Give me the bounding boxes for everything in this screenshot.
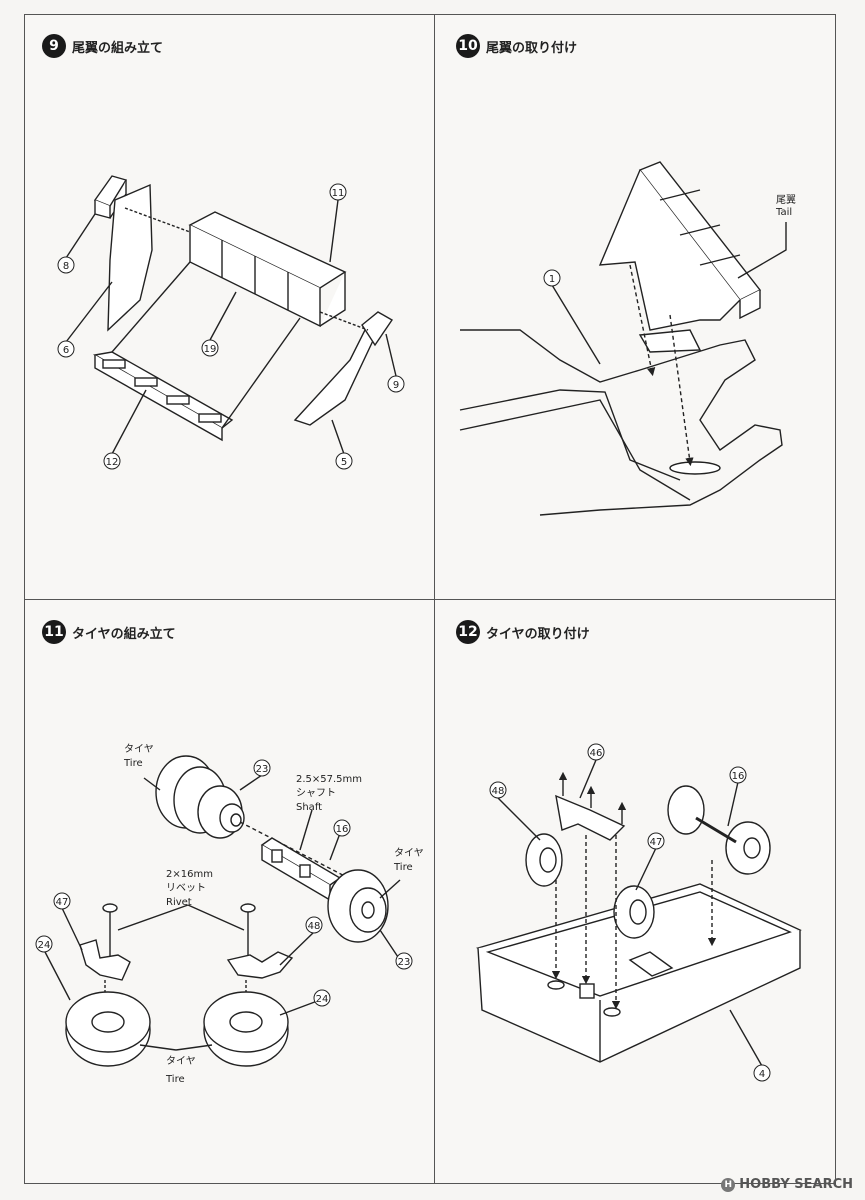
- callout-5: [335, 452, 353, 470]
- part-number-12: 12: [106, 457, 119, 468]
- watermark: H HOBBY SEARCH: [721, 1177, 853, 1192]
- part-number-4: 4: [759, 1069, 765, 1080]
- tail-label-en: Tail: [775, 207, 792, 218]
- part-9-block: [361, 311, 394, 347]
- step-12-number: 12: [456, 620, 480, 644]
- callout-6: [57, 340, 75, 358]
- panel-divider-horizontal: [24, 599, 836, 600]
- part-number-1: 1: [549, 274, 555, 285]
- part-number-23a: 23: [256, 764, 269, 775]
- step-12-text: タイヤの取り付け: [486, 626, 590, 642]
- part-number-46: 46: [590, 748, 603, 759]
- step-12-title: 12 タイヤの取り付け: [456, 620, 590, 644]
- step-10-number: 10: [456, 34, 480, 58]
- step-10-text: 尾翼の取り付け: [486, 40, 578, 56]
- step-11-drawing: [43, 755, 401, 1067]
- step-11-number: 11: [42, 620, 66, 644]
- rivet-size: 2×16mm: [166, 869, 213, 880]
- part-number-6: 6: [63, 345, 69, 356]
- part-number-11: 11: [332, 188, 345, 199]
- watermark-text: HOBBY SEARCH: [739, 1177, 853, 1192]
- shaft-label-jp: シャフト: [296, 788, 336, 799]
- part-number-23b: 23: [398, 957, 411, 968]
- part-number-48: 48: [308, 921, 321, 932]
- part-number-24b: 24: [316, 994, 329, 1005]
- part-number-19: 19: [204, 344, 217, 355]
- callout-9: [387, 375, 405, 393]
- step-9-text: 尾翼の組み立て: [72, 40, 164, 56]
- part-number-48-step12: 48: [492, 786, 505, 797]
- step-11-text: タイヤの組み立て: [72, 626, 176, 642]
- callout-19: [201, 339, 219, 357]
- step-10-title: 10 尾翼の取り付け: [456, 34, 577, 58]
- part-number-47: 47: [56, 897, 69, 908]
- step-10-drawing: [459, 161, 787, 516]
- part-47-knuckle: [79, 939, 131, 981]
- part-48-knuckle: [226, 951, 294, 979]
- step-9-callouts: [57, 183, 405, 470]
- tail-label-jp: 尾翼: [776, 194, 796, 206]
- part-number-16-step12: 16: [732, 771, 745, 782]
- part-number-5: 5: [341, 457, 347, 468]
- step-9-title: 9 尾翼の組み立て: [42, 34, 163, 58]
- part-6-endplate: [107, 183, 153, 332]
- tire-label-jp-top: タイヤ: [124, 743, 154, 755]
- part-number-16: 16: [336, 824, 349, 835]
- step-12-drawing: [475, 759, 802, 1067]
- tire-label-jp-bottom: タイヤ: [166, 1055, 196, 1067]
- part-5-endplate: [293, 318, 379, 426]
- step-11-title: 11 タイヤの組み立て: [42, 620, 176, 644]
- shaft-label-en: Shaft: [296, 802, 322, 813]
- watermark-mark: H: [721, 1177, 736, 1192]
- tire-label-jp-right: タイヤ: [394, 847, 424, 859]
- rivet-label-jp: リベット: [166, 882, 206, 894]
- part-number-8: 8: [63, 261, 69, 272]
- callout-11: [329, 183, 347, 201]
- rivet-label-en: Rivet: [166, 897, 192, 908]
- part-number-47-step12: 47: [650, 837, 663, 848]
- tire-label-en-bottom: Tire: [165, 1074, 185, 1085]
- callout-1: [543, 269, 561, 287]
- tire-label-en-top: Tire: [123, 758, 143, 769]
- step-9-drawing: [65, 175, 397, 455]
- step-9-number: 9: [42, 34, 66, 58]
- tire-label-en-right: Tire: [393, 862, 413, 873]
- part-46-bracket: [555, 794, 626, 841]
- callout-8: [57, 256, 75, 274]
- part-number-9: 9: [393, 380, 399, 391]
- part-number-24a: 24: [38, 940, 51, 951]
- shaft-size: 2.5×57.5mm: [296, 774, 362, 785]
- callout-12: [103, 452, 121, 470]
